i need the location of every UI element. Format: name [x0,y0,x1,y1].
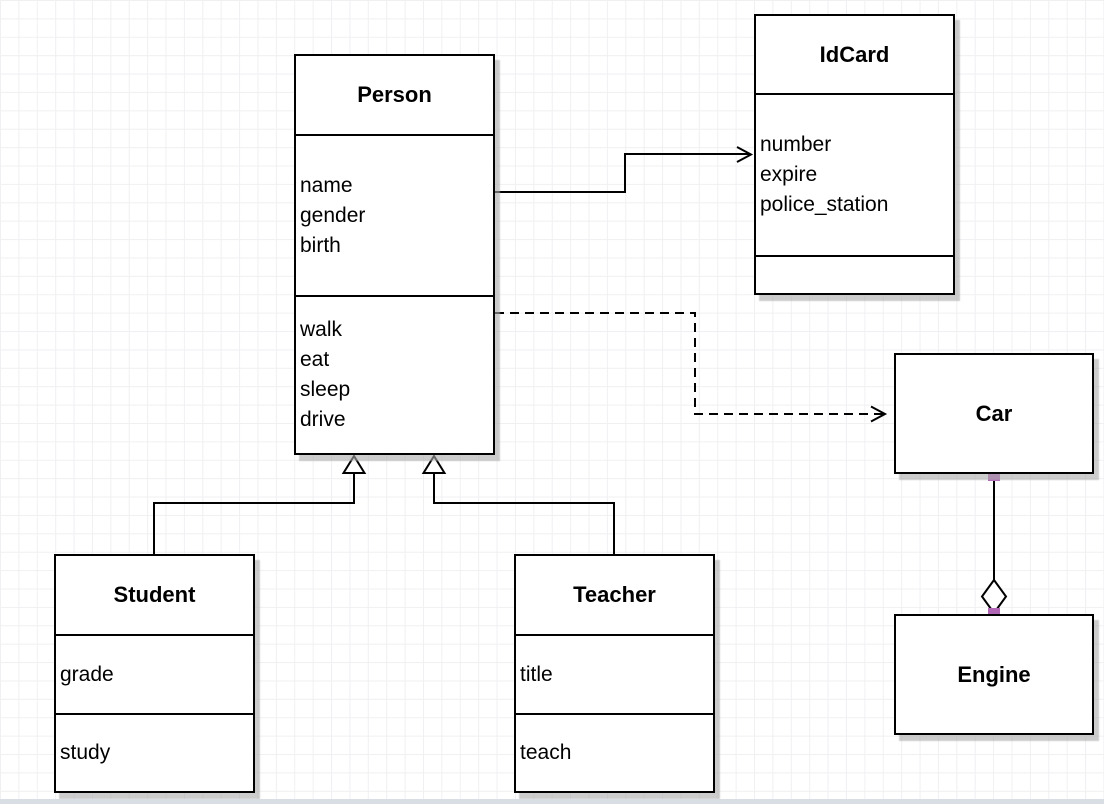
class-person[interactable]: Person name gender birth walk eat sleep … [294,54,495,455]
class-person-methods: walk eat sleep drive [296,295,493,453]
class-person-attributes: name gender birth [296,134,493,295]
canvas-bottom-edge [0,799,1104,804]
class-student-methods: study [56,713,253,791]
open-arrowhead-icon [736,146,754,163]
class-idcard-methods [756,255,953,293]
attribute: police_station [760,193,889,216]
class-teacher-title: Teacher [573,582,656,607]
hollow-triangle-icon [421,454,447,474]
method: eat [300,348,330,371]
attribute: gender [300,203,366,227]
attribute: birth [300,233,341,257]
class-teacher-attributes: title [516,634,713,713]
method: sleep [300,378,351,401]
generalization-teacher-person[interactable] [421,454,615,554]
hollow-diamond-icon [980,578,1008,615]
class-teacher[interactable]: Teacher title teach [514,554,715,793]
attribute: expire [760,163,818,186]
class-idcard-attributes: number expire police_station [756,93,953,255]
method: study [60,741,111,764]
class-student-title: Student [113,582,196,607]
attribute: title [520,662,553,686]
class-engine-title: Engine [957,661,1031,687]
class-student-attributes: grade [56,634,253,713]
class-idcard-title: IdCard [819,41,890,67]
class-car[interactable]: Car [894,353,1094,474]
generalization-student-person[interactable] [153,454,367,554]
method: walk [300,318,343,341]
open-arrowhead-icon [870,405,888,423]
class-teacher-methods: teach [516,713,713,791]
aggregation-car-engine[interactable] [980,469,1008,620]
class-idcard[interactable]: IdCard number expire police_station [754,14,955,295]
class-car-title: Car [975,400,1013,426]
method: teach [520,741,572,764]
dependency-person-car[interactable] [495,312,888,423]
association-person-idcard[interactable] [495,146,754,193]
attribute: grade [60,662,114,686]
class-person-title: Person [357,82,432,107]
attribute: number [760,133,832,156]
class-student[interactable]: Student grade study [54,554,255,793]
hollow-triangle-icon [341,454,367,474]
class-engine[interactable]: Engine [894,614,1094,735]
method: drive [300,408,346,431]
attribute: name [300,173,353,197]
